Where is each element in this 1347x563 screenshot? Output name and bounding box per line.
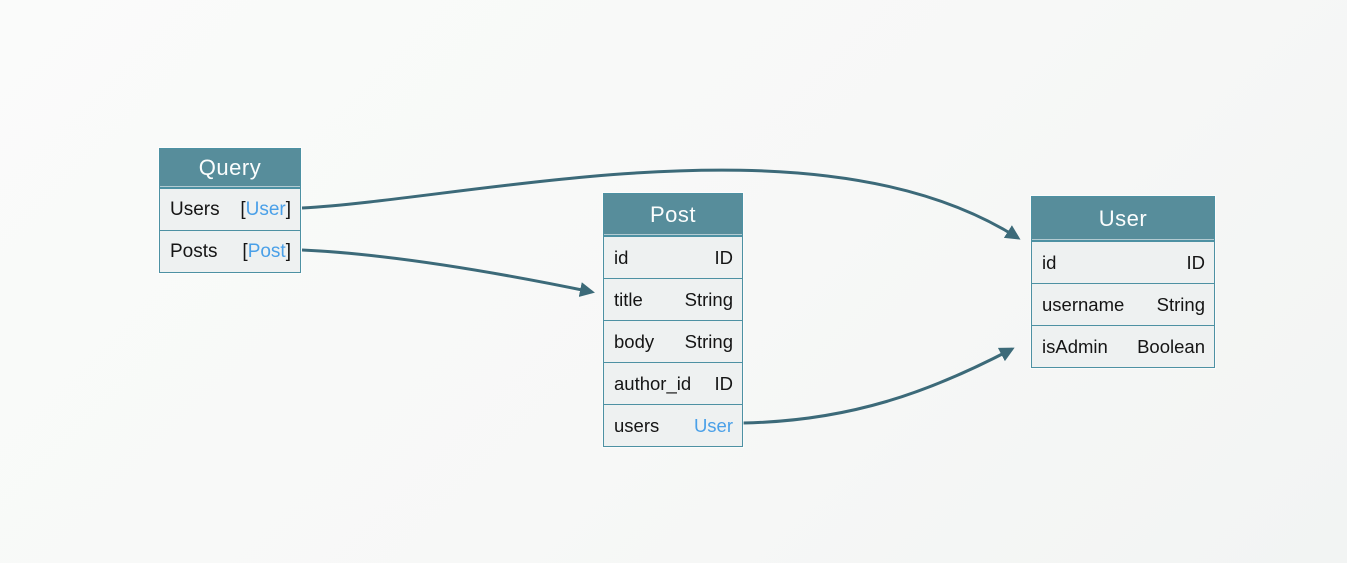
field-row-user-id[interactable]: id ID (1032, 241, 1214, 283)
type-bracket-open: [ (242, 240, 248, 262)
type-node-user[interactable]: User id ID username String isAdmin Boole… (1031, 196, 1215, 368)
edge-query-posts-to-post (301, 248, 595, 297)
field-type: ID (714, 246, 734, 268)
field-type: String (684, 330, 733, 352)
field-row-query-posts[interactable]: Posts [Post] (160, 230, 300, 272)
type-bracket-close: ] (285, 240, 291, 262)
field-row-user-username[interactable]: username String (1032, 283, 1214, 325)
field-type: ID (714, 372, 734, 394)
field-type: [User] (240, 199, 291, 221)
field-name: body (614, 330, 655, 352)
type-node-post[interactable]: Post id ID title String body String auth… (603, 193, 743, 447)
field-name: users (614, 414, 660, 436)
field-row-post-title[interactable]: title String (604, 278, 742, 320)
type-link-user[interactable]: User (693, 414, 733, 436)
node-title-post: Post (604, 194, 742, 236)
field-row-user-isadmin[interactable]: isAdmin Boolean (1032, 325, 1214, 367)
field-name: isAdmin (1042, 335, 1108, 357)
field-type: ID (1186, 251, 1206, 273)
field-row-post-users[interactable]: users User (604, 404, 742, 446)
field-type: [Post] (242, 241, 291, 263)
type-node-query[interactable]: Query Users [User] Posts [Post] (159, 148, 301, 273)
edge-post-users-to-user (742, 347, 1015, 425)
field-name: Posts (170, 240, 218, 262)
type-link-user[interactable]: User (245, 198, 286, 220)
type-bracket-close: ] (285, 198, 291, 220)
type-bracket-open: [ (240, 198, 246, 220)
field-row-query-users[interactable]: Users [User] (160, 188, 300, 230)
field-name: id (1042, 251, 1057, 273)
node-title-user: User (1032, 197, 1214, 241)
field-name: Users (170, 198, 220, 220)
field-type: Boolean (1137, 335, 1205, 357)
field-name: author_id (614, 372, 692, 394)
field-row-post-id[interactable]: id ID (604, 236, 742, 278)
type-link-post[interactable]: Post (247, 240, 286, 262)
field-type: String (1156, 293, 1205, 315)
field-name: username (1042, 293, 1125, 315)
field-name: id (614, 246, 629, 268)
field-row-post-body[interactable]: body String (604, 320, 742, 362)
field-row-post-author-id[interactable]: author_id ID (604, 362, 742, 404)
node-title-query: Query (160, 149, 300, 188)
field-type: String (684, 288, 733, 310)
field-name: title (614, 288, 643, 310)
